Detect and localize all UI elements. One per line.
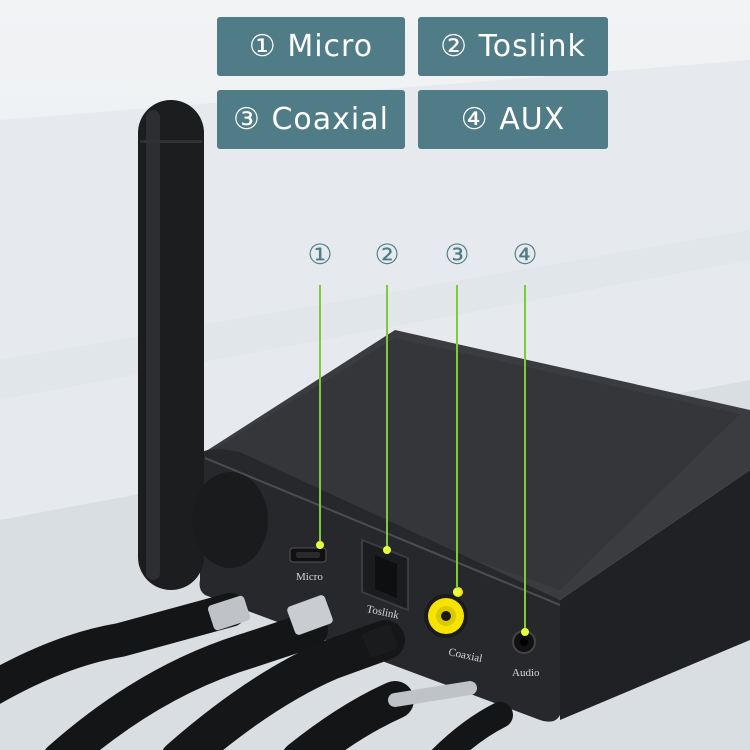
marker-4: ④ — [512, 238, 538, 271]
port-label-micro: Micro — [296, 571, 323, 583]
coaxial-port — [424, 587, 468, 638]
antenna — [138, 100, 268, 590]
dac-device: Micro Toslink Coaxial Audio — [199, 330, 750, 722]
label-micro: ① Micro — [217, 17, 405, 76]
label-toslink: ② Toslink — [418, 17, 608, 76]
cables — [0, 593, 513, 750]
leader-lines — [319, 285, 526, 630]
label-coaxial: ③ Coaxial — [217, 90, 405, 149]
label-aux: ④ AUX — [418, 90, 608, 149]
marker-2: ② — [374, 238, 400, 271]
marker-3: ③ — [444, 238, 470, 271]
port-label-audio: Audio — [512, 667, 540, 679]
aux-port — [512, 630, 536, 654]
marker-1: ① — [307, 238, 333, 271]
